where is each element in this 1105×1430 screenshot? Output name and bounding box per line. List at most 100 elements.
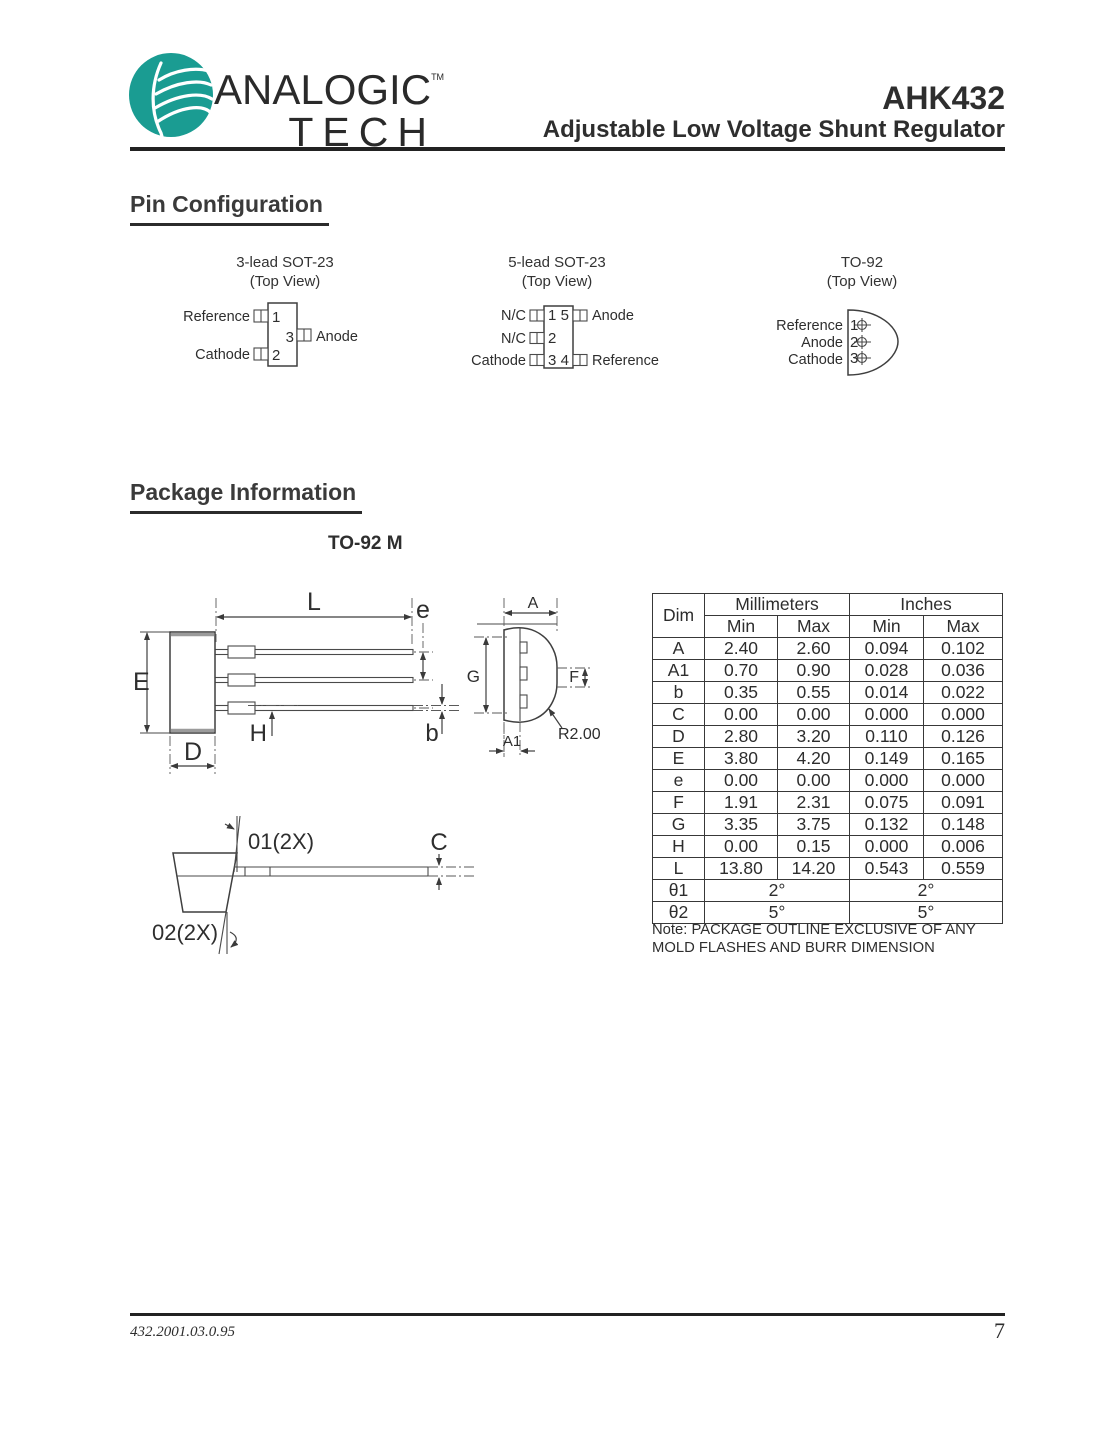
dim-label-R: R2.00 (558, 726, 601, 743)
value-cell: 0.35 (704, 681, 778, 704)
to92-title: TO-92 (Top View) (737, 253, 987, 291)
value-cell: 0.000 (923, 703, 1003, 726)
pin-label: Anode (316, 329, 358, 345)
value-cell: 4.20 (777, 747, 850, 770)
profile-view-drawing: 01(2X) 02(2X) C (152, 815, 474, 955)
header-in-max: Max (923, 615, 1003, 638)
value-cell: 0.559 (923, 857, 1003, 880)
table-row: e 0.00 0.00 0.000 0.000 (652, 769, 1003, 792)
dim-label-E: E (133, 668, 150, 696)
value-cell: 1.91 (704, 791, 778, 814)
value-cell: 3.20 (777, 725, 850, 748)
package-information-heading: Package Information (130, 479, 363, 514)
dim-cell: b (652, 681, 705, 704)
dim-cell: H (652, 835, 705, 858)
header-mm-min: Min (704, 615, 778, 638)
header-dim: Dim (652, 593, 705, 638)
dim-A1: A1 (489, 722, 535, 756)
value-cell: 3.80 (704, 747, 778, 770)
dim-theta2: 02(2X) (152, 911, 239, 955)
footer-rule (130, 1313, 1005, 1316)
logo-wordmark: ANALOGICTM TECH (214, 55, 445, 155)
dim-label-G: G (467, 667, 480, 686)
value-cell: 0.00 (704, 769, 778, 792)
dim-cell: A (652, 637, 705, 660)
dim-A: A (504, 595, 557, 616)
diagram-view-label: (Top View) (826, 273, 898, 290)
dim-cell: θ2 (652, 901, 705, 924)
lead-profile (233, 866, 474, 877)
diagram-title: 3-lead SOT-23 (236, 254, 334, 271)
value-cell: 0.00 (704, 835, 778, 858)
value-cell: 0.70 (704, 659, 778, 682)
pin-label: Reference (592, 353, 659, 369)
value-cell: 0.075 (849, 791, 924, 814)
diagram-view-label: (Top View) (249, 273, 321, 290)
value-cell: 2.40 (704, 637, 778, 660)
pin-number: 4 (561, 352, 569, 369)
dim-D: D (169, 736, 216, 774)
value-cell: 0.022 (923, 681, 1003, 704)
value-cell: 0.094 (849, 637, 924, 660)
pin-number: 3 (850, 350, 858, 367)
header-inches: Inches (849, 593, 1003, 616)
dim-R: R2.00 (548, 708, 601, 743)
value-cell: 0.102 (923, 637, 1003, 660)
value-cell: 0.90 (777, 659, 850, 682)
dim-cell: D (652, 725, 705, 748)
to92-pin-symbols (854, 318, 871, 365)
value-cell: 0.014 (849, 681, 924, 704)
pin-label: Cathode (471, 353, 526, 369)
side-view-drawing: E L e H (133, 588, 460, 774)
dim-cell: e (652, 769, 705, 792)
sot23-5lead-title: 5-lead SOT-23 (Top View) (432, 253, 682, 291)
value-cell: 0.000 (923, 769, 1003, 792)
pin-number: 3 (548, 352, 556, 369)
logo-text-analogic: ANALOGICTM (214, 66, 445, 113)
lead-cross-sections (519, 641, 528, 709)
header-in-min: Min (849, 615, 924, 638)
diagram-view-label: (Top View) (521, 273, 593, 290)
diagram-title: 5-lead SOT-23 (508, 254, 606, 271)
sot23-3lead-pin-stubs (253, 309, 312, 361)
sot23-5lead-body (543, 305, 574, 369)
logo-text-tech: TECH (288, 109, 436, 155)
table-row: G 3.35 3.75 0.132 0.148 (652, 813, 1003, 836)
dim-label-e: e (416, 596, 430, 624)
dim-L: L (215, 588, 413, 646)
dim-label-D: D (184, 738, 202, 766)
pin-label: N/C (501, 331, 526, 347)
value-cell: 0.126 (923, 725, 1003, 748)
table-row: A1 0.70 0.90 0.028 0.036 (652, 659, 1003, 682)
dim-G: G (467, 636, 508, 714)
pin-label: Cathode (195, 347, 250, 363)
to92-diagram: 1 2 3 Reference Anode Cathode (776, 309, 899, 376)
dim-F: F (557, 667, 592, 688)
value-cell: 0.165 (923, 747, 1003, 770)
value-cell: 2.80 (704, 725, 778, 748)
value-cell: 0.000 (849, 835, 924, 858)
dim-label-A: A (528, 595, 539, 612)
value-cell: 0.55 (777, 681, 850, 704)
dim-label-L: L (307, 588, 321, 616)
dim-cell: L (652, 857, 705, 880)
value-cell: 0.091 (923, 791, 1003, 814)
dim-b: b (413, 684, 460, 747)
value-cell: 0.15 (777, 835, 850, 858)
table-subheader-row: Min Max Min Max (653, 615, 1003, 638)
dimension-table: Dim Millimeters Inches Min Max Min Max A… (652, 593, 1003, 924)
value-cell: 0.110 (849, 725, 924, 748)
value-cell: 5° (849, 901, 1003, 924)
table-row-angle: θ1 2° 2° (652, 879, 1003, 902)
body-profile (172, 852, 238, 913)
value-cell: 0.543 (849, 857, 924, 880)
document-subtitle: Adjustable Low Voltage Shunt Regulator (542, 116, 1005, 143)
table-row: C 0.00 0.00 0.000 0.000 (652, 703, 1003, 726)
pin-label: Cathode (788, 352, 843, 368)
to92-body (847, 309, 899, 376)
dim-label-C: C (430, 829, 447, 856)
pin-number: 1 (548, 307, 556, 324)
pin-label: Reference (776, 318, 843, 334)
page-number: 7 (994, 1318, 1005, 1343)
